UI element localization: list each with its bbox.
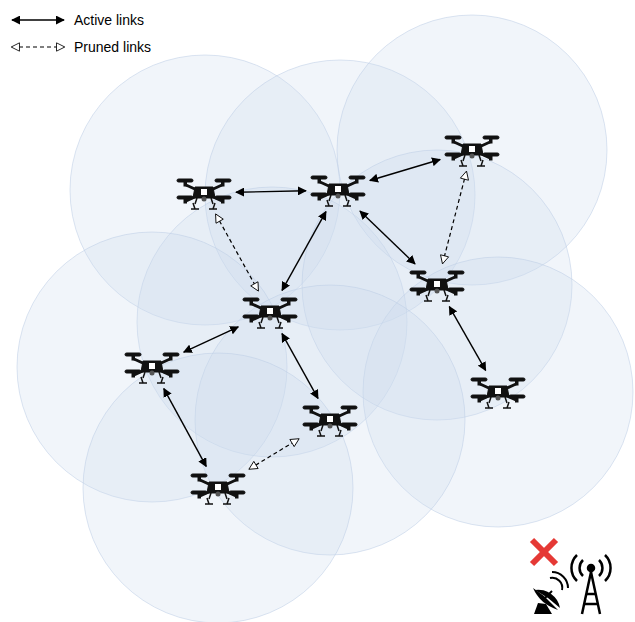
active-link [184, 327, 239, 352]
drone-node [443, 131, 501, 169]
active-link [282, 212, 326, 291]
drone-node [309, 171, 367, 209]
drone-node [408, 266, 466, 304]
pruned-link [216, 215, 258, 291]
active-link [164, 389, 206, 467]
drone-icon [309, 171, 367, 209]
drone-icon [123, 348, 181, 386]
drone-icon [175, 174, 233, 212]
drone-icon [443, 131, 501, 169]
active-link-sample [12, 19, 64, 20]
drone-node [175, 174, 233, 212]
drone-node [301, 401, 359, 439]
drone-icon [189, 469, 247, 507]
drone-icon [241, 293, 299, 331]
drone-node [241, 293, 299, 331]
coverage-circles [17, 15, 633, 622]
active-link [449, 307, 485, 371]
legend-text: Active links [74, 11, 144, 29]
drone-node [123, 348, 181, 386]
coverage-circle [83, 353, 353, 622]
satellite-dish [533, 572, 568, 614]
drone-icon [469, 373, 527, 411]
drone-node [189, 469, 247, 507]
active-link [236, 191, 306, 193]
active-link [282, 334, 318, 399]
radio-tower [571, 555, 610, 614]
active-link [360, 211, 415, 264]
failure-cross [532, 540, 556, 564]
ground-station-icon [532, 540, 611, 614]
drone-node [469, 373, 527, 411]
drone-icon [301, 401, 359, 439]
pruned-link [250, 439, 299, 469]
drone-icon [408, 266, 466, 304]
pruned-link [443, 172, 467, 263]
pruned-link-sample [12, 46, 64, 47]
legend-text: Pruned links [74, 38, 151, 56]
active-link [370, 160, 440, 181]
